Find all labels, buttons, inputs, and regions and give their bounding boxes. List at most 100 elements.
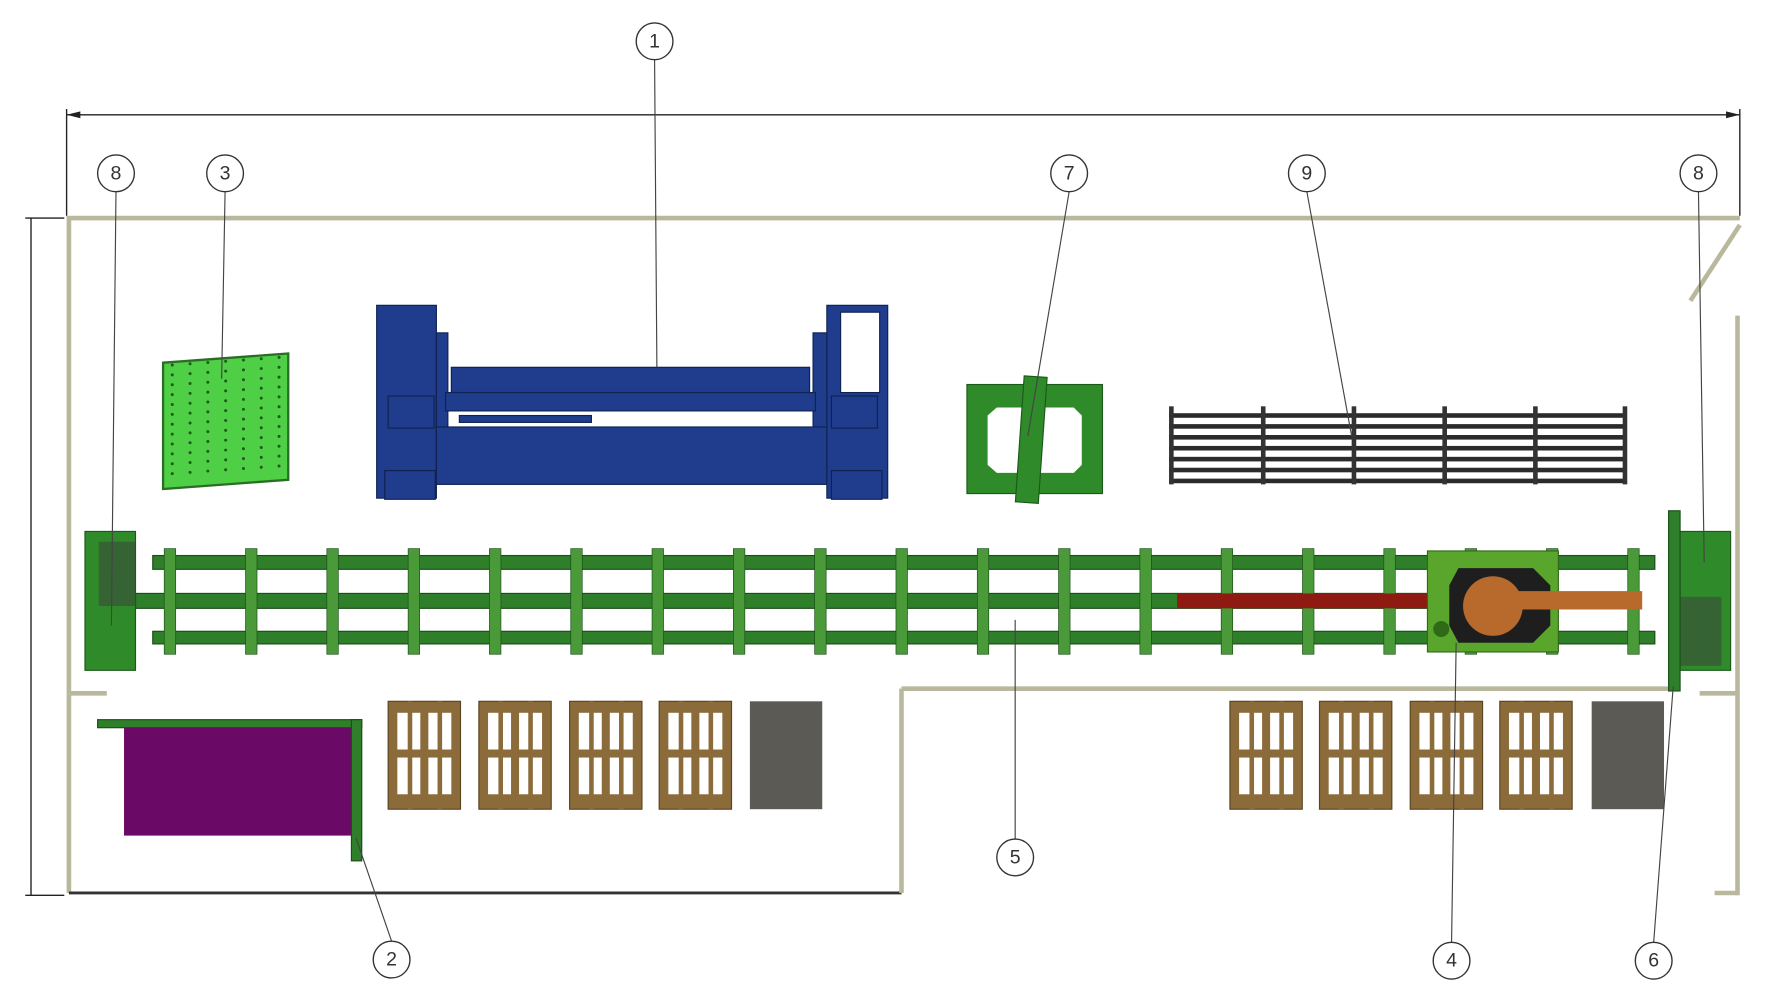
plate-hole <box>188 372 192 376</box>
plate-hole <box>170 393 174 397</box>
track-crossmember <box>245 548 258 655</box>
plate-hole <box>206 420 210 424</box>
track-crossmember <box>570 548 583 655</box>
green-perforated-plate <box>161 352 290 491</box>
plate-hole <box>224 399 228 403</box>
plate-hole <box>188 381 192 385</box>
plate-hole <box>224 369 228 373</box>
plate-hole <box>170 402 174 406</box>
pallet <box>1318 700 1393 810</box>
callout-label: 8 <box>1693 162 1704 184</box>
plate-hole <box>206 410 210 414</box>
callout-3: 3 <box>206 154 245 193</box>
callout-label: 9 <box>1301 162 1312 184</box>
callout-label: 2 <box>386 949 397 971</box>
plate-hole <box>170 363 174 367</box>
plate-hole <box>224 359 228 363</box>
plate-hole <box>277 425 281 429</box>
plate-hole <box>206 380 210 384</box>
plate-hole <box>206 390 210 394</box>
plate-hole <box>224 458 228 462</box>
rack-post <box>1351 406 1357 485</box>
rack-bar <box>1169 413 1627 418</box>
leader-line-6 <box>1653 686 1674 943</box>
plate-hole <box>170 373 174 377</box>
track-crossmember <box>1139 548 1152 655</box>
leader-line-7 <box>1027 191 1070 437</box>
plate-hole <box>277 365 281 369</box>
plate-hole <box>224 468 228 472</box>
track-crossmember <box>326 548 339 655</box>
leader-line-3 <box>221 191 226 379</box>
plate-hole <box>259 396 263 400</box>
plate-hole <box>170 412 174 416</box>
plate-hole <box>277 375 281 379</box>
plate-hole <box>188 441 192 445</box>
callout-label: 1 <box>649 30 660 52</box>
track-crossmember <box>651 548 664 655</box>
pallet <box>1409 700 1484 810</box>
callout-9: 9 <box>1287 154 1326 193</box>
leader-line-8a <box>110 191 117 626</box>
track-crossmember <box>976 548 990 655</box>
leader-line-4 <box>1450 642 1457 943</box>
plate-hole <box>241 417 245 421</box>
callout-label: 4 <box>1446 950 1457 972</box>
plate-hole <box>224 418 228 422</box>
plate-hole <box>241 378 245 382</box>
track-crossmember <box>1058 548 1071 655</box>
plate-hole <box>206 449 210 453</box>
track-crossmember <box>407 548 420 655</box>
leader-lines <box>110 59 1705 943</box>
plate-hole <box>170 462 174 466</box>
plate-hole <box>224 428 228 432</box>
plate-hole <box>188 391 192 395</box>
callout-label: 6 <box>1648 950 1659 972</box>
pallet <box>478 700 552 810</box>
plate-hole <box>277 444 281 448</box>
plate-hole <box>188 411 192 415</box>
red-beam <box>1177 593 1434 609</box>
plate-hole <box>259 376 263 380</box>
purple-table <box>97 719 363 862</box>
plate-hole <box>277 454 281 458</box>
leader-line-1 <box>654 59 658 368</box>
track-crossmember <box>489 548 502 655</box>
plate-hole <box>241 358 245 362</box>
door-swing <box>1688 223 1742 302</box>
plate-hole <box>188 460 192 464</box>
plate-hole <box>206 469 210 473</box>
plate-hole <box>259 367 263 371</box>
plate-hole <box>206 439 210 443</box>
rack-bar <box>1169 445 1627 451</box>
plate-hole <box>241 407 245 411</box>
callout-6: 6 <box>1634 941 1673 980</box>
storage-rack <box>1169 406 1628 485</box>
rack-post <box>1622 406 1628 485</box>
plate-hole <box>277 434 281 438</box>
rack-bar <box>1169 456 1627 462</box>
pallet <box>1499 700 1573 810</box>
rack-bar <box>1169 478 1627 484</box>
plate-hole <box>224 389 228 393</box>
plate-hole <box>188 362 192 366</box>
plate-hole <box>224 438 228 442</box>
pallet <box>658 700 733 810</box>
track-crossmember <box>895 548 908 655</box>
plate-hole <box>188 431 192 435</box>
plate-hole <box>170 422 174 426</box>
room-walls <box>66 215 1742 896</box>
plate-hole <box>259 416 263 420</box>
callout-1: 1 <box>635 22 674 61</box>
plate-hole <box>241 397 245 401</box>
leader-line-8b <box>1697 191 1705 563</box>
callout-7: 7 <box>1050 154 1089 193</box>
plate-hole <box>259 455 263 459</box>
plate-hole <box>224 379 228 383</box>
rack-post <box>1260 406 1266 485</box>
plate-hole <box>241 427 245 431</box>
pallet <box>387 700 462 810</box>
robot-carriage <box>1426 550 1643 653</box>
plate-hole <box>206 360 210 364</box>
plate-hole <box>170 442 174 446</box>
